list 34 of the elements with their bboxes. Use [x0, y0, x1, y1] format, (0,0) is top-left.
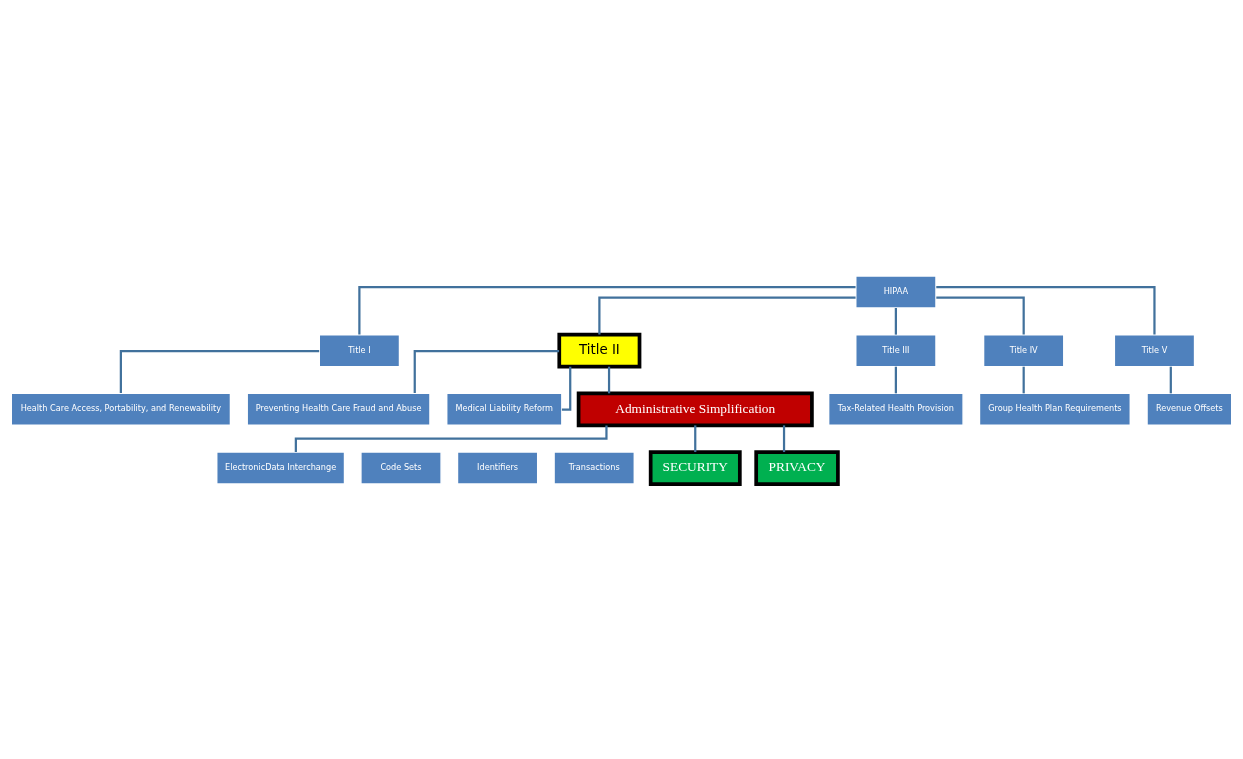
connector	[561, 366, 572, 411]
node-box: Title III	[855, 333, 937, 367]
connector	[894, 307, 897, 335]
node-box: Health Care Access, Portability, and Renewability	[10, 392, 232, 426]
node-box: Title IV	[982, 333, 1065, 367]
connector	[607, 366, 611, 393]
node-box: Title II	[557, 332, 642, 368]
connector	[598, 295, 856, 334]
node-box: ElectronicData Interchange	[215, 450, 346, 485]
connector	[1169, 366, 1172, 393]
node-box: Tax-Related Health Provision	[827, 392, 964, 426]
node-box: Title I	[318, 333, 401, 367]
connector	[894, 366, 897, 393]
connector	[1022, 366, 1025, 393]
connector	[413, 349, 560, 393]
node-box: Administrative Simplification	[576, 391, 814, 427]
connector	[782, 424, 786, 452]
connector	[936, 285, 1156, 335]
node-box: PRIVACY	[754, 449, 840, 486]
node-box: Transactions	[553, 450, 636, 485]
node-box: Revenue Offsets	[1146, 392, 1233, 426]
node-box: Medical Liability Reform	[445, 392, 563, 426]
node-box: Group Health Plan Requirements	[978, 392, 1132, 426]
connector	[694, 424, 697, 452]
connector	[119, 349, 320, 393]
node-box: Code Sets	[360, 450, 442, 485]
node-box: Title V	[1113, 333, 1196, 367]
node-box: SECURITY	[648, 449, 742, 486]
node-box: Identifiers	[456, 450, 539, 485]
connector	[294, 424, 608, 452]
connector	[358, 285, 856, 335]
node-box: HIPAA	[855, 274, 937, 309]
connector	[936, 295, 1025, 334]
node-box: Preventing Health Care Fraud and Abuse	[246, 392, 431, 426]
